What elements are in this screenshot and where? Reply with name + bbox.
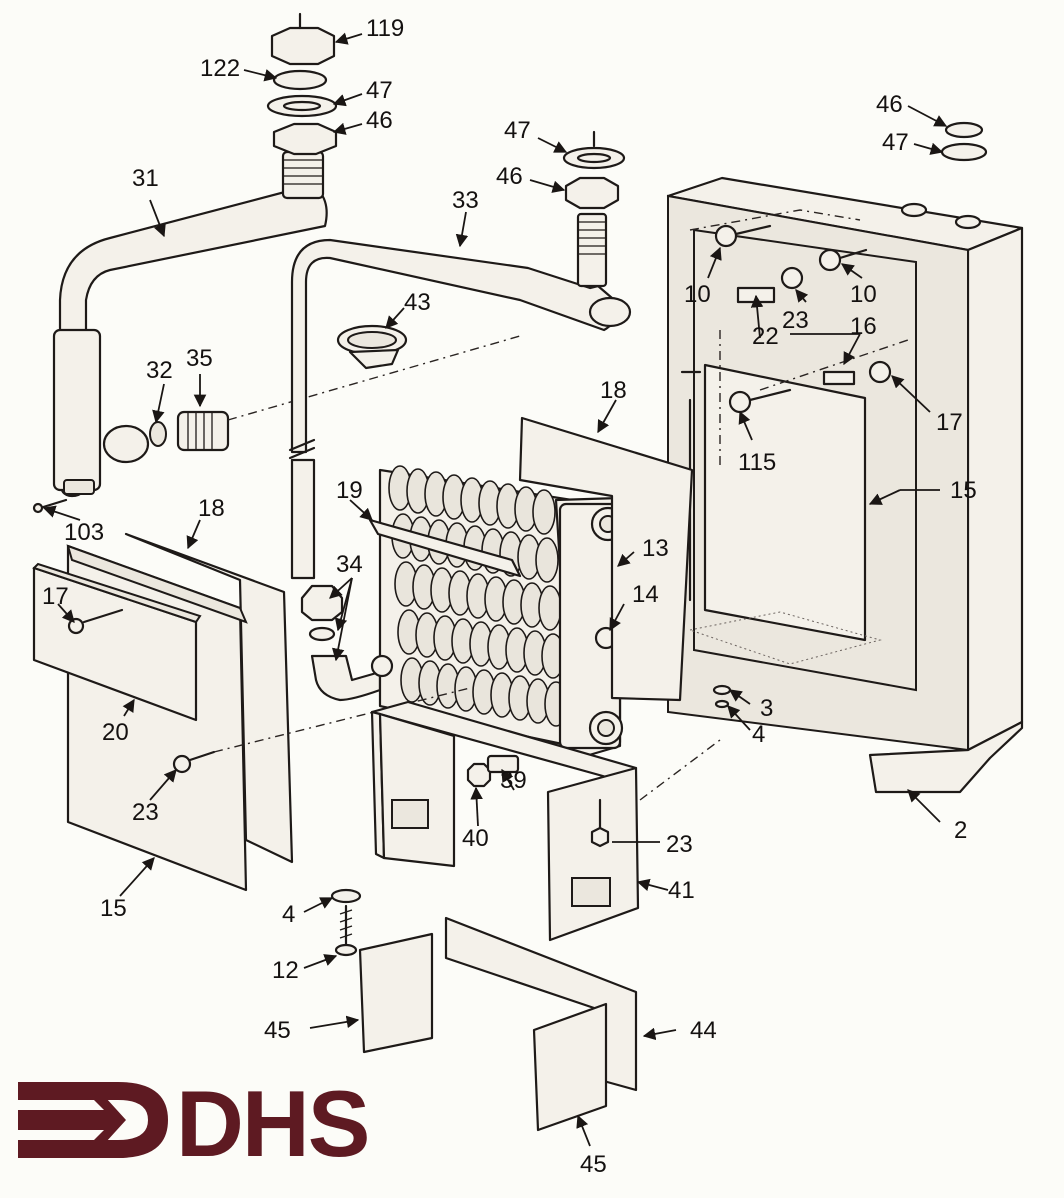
screw-12-washer-4: [330, 888, 362, 957]
part-label-119: 119: [366, 15, 404, 42]
part-label-13: 13: [642, 535, 669, 562]
part-label-20: 20: [102, 719, 129, 746]
part-label-35: 35: [186, 345, 213, 372]
fitting-32-35: [102, 335, 521, 464]
part-label-16: 16: [850, 313, 877, 340]
part-label-18: 18: [600, 377, 627, 404]
part-label-46: 46: [876, 91, 903, 118]
part-label-47: 47: [882, 129, 909, 156]
part-label-17: 17: [42, 583, 69, 610]
screw-23-mid: [590, 798, 610, 848]
heat-exchanger-fin: [532, 489, 556, 535]
part-label-14: 14: [632, 581, 659, 608]
screw-23-left: [172, 687, 471, 774]
part-label-45: 45: [580, 1151, 607, 1178]
fittings-39-40: [466, 754, 520, 788]
heat-exchanger: [368, 465, 626, 762]
part-label-3: 3: [760, 695, 773, 722]
part-label-22: 22: [752, 323, 779, 350]
part-label-33: 33: [452, 187, 479, 214]
part-label-47: 47: [366, 77, 393, 104]
leader-lines: [42, 32, 948, 1147]
part-label-23: 23: [132, 799, 159, 826]
heat-exchanger-fin: [538, 585, 562, 631]
part-label-23: 23: [666, 831, 693, 858]
part-label-45: 45: [264, 1017, 291, 1044]
part-label-47: 47: [504, 117, 531, 144]
panel-18-left: [124, 532, 294, 864]
part-label-10: 10: [850, 281, 877, 308]
part-label-23: 23: [782, 307, 809, 334]
cabinet-casing: [666, 176, 1024, 794]
part-label-12: 12: [272, 957, 299, 984]
pipe-assembly-31: [52, 12, 338, 498]
part-label-44: 44: [690, 1017, 717, 1044]
part-label-4: 4: [282, 901, 295, 928]
part-label-40: 40: [462, 825, 489, 852]
part-label-19: 19: [336, 477, 363, 504]
part-label-10: 10: [684, 281, 711, 308]
insulation-45-left: [358, 932, 434, 1054]
part-label-17: 17: [936, 409, 963, 436]
part-number-labels: 119 122 47 46 31 47 46 33 46 47 10 23 10…: [42, 15, 977, 1178]
burner-tray-41: [370, 700, 640, 942]
part-label-41: 41: [668, 877, 695, 904]
part-label-32: 32: [146, 357, 173, 384]
part-label-18: 18: [198, 495, 225, 522]
panel-20: [32, 562, 202, 722]
part-label-115: 115: [738, 449, 776, 476]
part-label-31: 31: [132, 165, 159, 192]
part-label-103: 103: [64, 519, 104, 546]
part-label-15: 15: [950, 477, 977, 504]
part-label-46: 46: [366, 107, 393, 134]
part-label-34: 34: [336, 551, 363, 578]
panel-18-mid: [518, 416, 694, 702]
dhs-logo: DHS: [18, 1071, 370, 1176]
part-label-122: 122: [200, 55, 240, 82]
insulation-45-bottom: [532, 1002, 608, 1132]
part-label-2: 2: [954, 817, 967, 844]
pipe-assembly-33: [288, 130, 632, 580]
heat-exchanger-fin: [535, 537, 559, 583]
part-label-15: 15: [100, 895, 127, 922]
arrow-logo-mark: [18, 1082, 168, 1158]
part-label-46: 46: [496, 163, 523, 190]
part-label-39: 39: [500, 767, 527, 794]
clamp-43: [336, 324, 408, 370]
part-label-4: 4: [752, 721, 765, 748]
part-label-43: 43: [404, 289, 431, 316]
fittings-34: [300, 584, 382, 702]
logo-text: DHS: [176, 1071, 368, 1176]
